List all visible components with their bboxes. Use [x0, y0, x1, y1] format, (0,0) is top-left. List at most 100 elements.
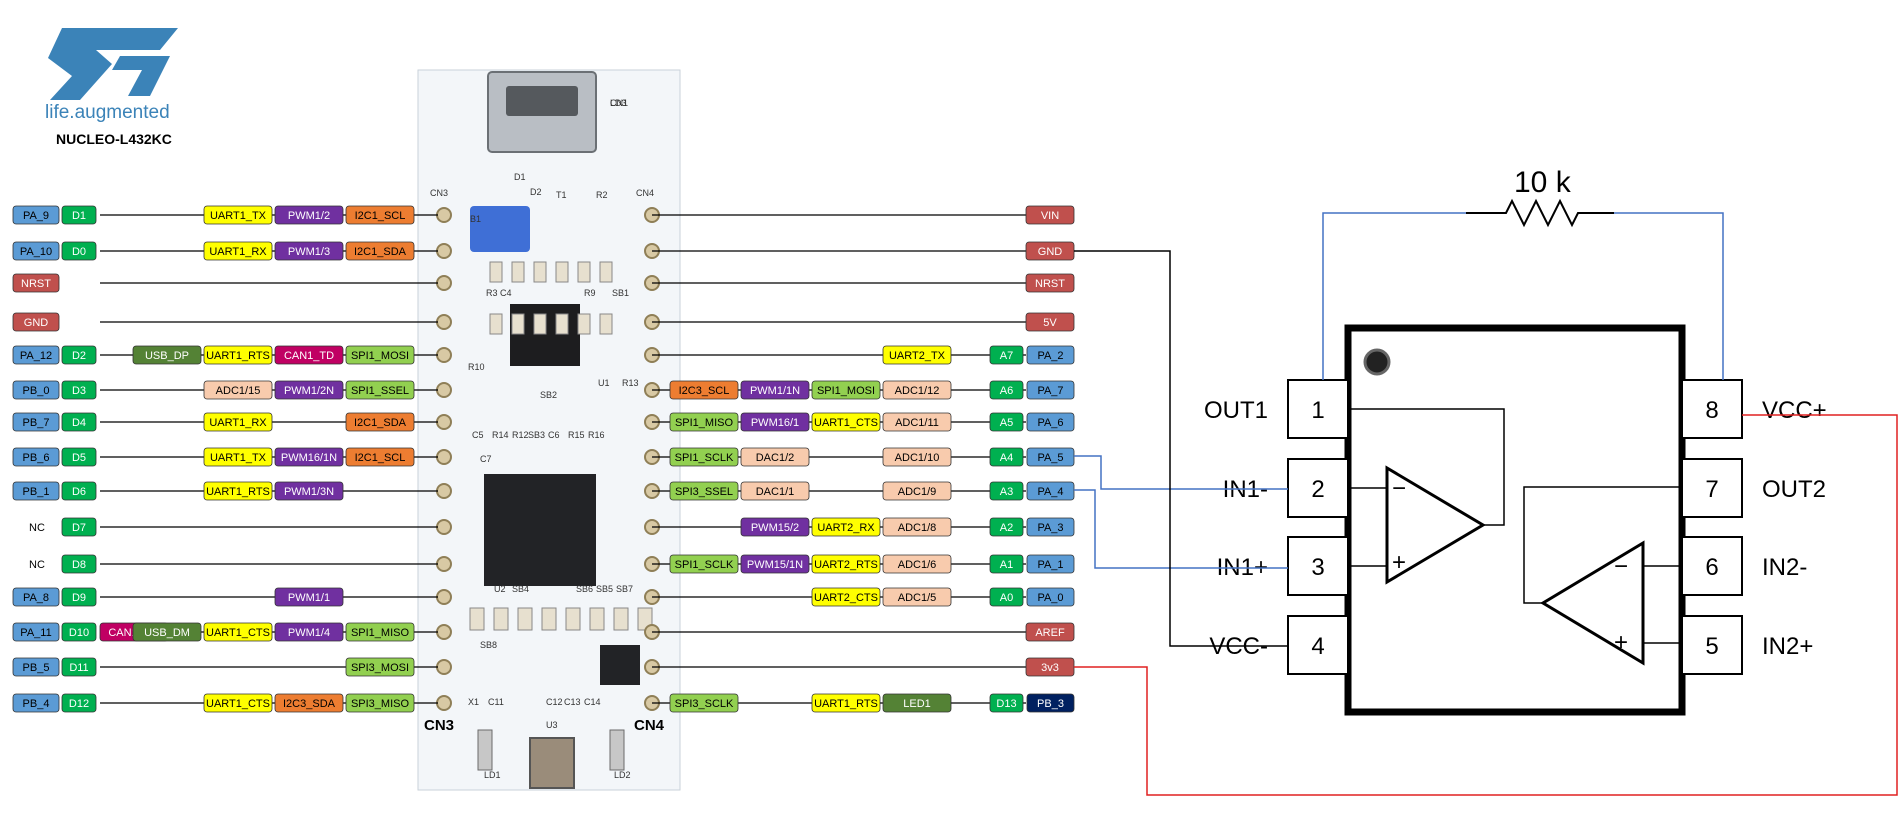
wire-resistor-right: [1614, 212, 1724, 380]
left-port-label-text: PA_10: [20, 246, 52, 258]
right-port-label-text: PA_3: [1037, 522, 1063, 534]
right-arduino-label-text: A7: [1000, 350, 1013, 362]
cn3-pin: [436, 624, 452, 640]
ic-pin-box: [1681, 615, 1743, 675]
wire-gnd-vccminus: [1074, 250, 1288, 647]
left-arduino-label: D2: [61, 345, 97, 365]
left-func-label-box: [274, 205, 344, 225]
left-func-label: I2C3_SDA: [274, 693, 344, 713]
right-arduino-label-text: A0: [1000, 592, 1013, 604]
left-func-label-box: [345, 205, 415, 225]
right-port-label: PB_3: [1026, 693, 1075, 713]
right-arduino-label-box: [989, 554, 1024, 574]
left-port-label-box: [12, 447, 60, 467]
left-func-label-text: ADC1/15: [216, 385, 261, 397]
left-func-label-box: [274, 345, 344, 365]
left-func-label-text: I2C1_SDA: [354, 246, 407, 258]
right-arduino-label: A1: [989, 554, 1024, 574]
right-port-label-box: [1026, 412, 1075, 432]
st-mark-pcb: [470, 206, 530, 252]
left-func-label-box: [345, 447, 415, 467]
right-func-label-box: [882, 345, 952, 365]
smd-resistor: [577, 261, 591, 283]
left-func-label-box: [203, 693, 273, 713]
left-func-label: CAN1_TD: [274, 345, 344, 365]
ic-pin-box: [1287, 536, 1349, 596]
silk-label: R13: [622, 378, 639, 388]
silk-label: R9: [584, 288, 596, 298]
right-port-label: PA_7: [1026, 380, 1075, 400]
right-func-label-text: SPI3_SSEL: [675, 486, 733, 498]
left-port-label: PA_11: [12, 622, 60, 642]
right-port-label: PA_4: [1026, 481, 1075, 501]
right-arduino-label-text: A5: [1000, 417, 1013, 429]
left-func-label: USB_DP: [132, 345, 202, 365]
left-func-label-text: I2C1_SCL: [355, 210, 406, 222]
right-func-label-text: ADC1/11: [895, 417, 939, 429]
right-power-label-text: GND: [1038, 246, 1063, 258]
right-port-label-text: PA_1: [1037, 559, 1063, 571]
left-func-label-text: PWM16/1N: [281, 452, 337, 464]
right-func-label-text: UART2_TX: [889, 350, 946, 362]
right-arduino-label-box: [989, 693, 1024, 713]
right-func-label-box: [882, 380, 952, 400]
left-port-label-text: PA_8: [23, 592, 49, 604]
cn3-pin: [436, 556, 452, 572]
left-func-label-text: SPI3_MISO: [351, 698, 410, 710]
right-func-label-box: [669, 554, 739, 574]
left-func-label-box: [203, 447, 273, 467]
left-port-nc: NC: [29, 559, 45, 571]
right-port-label-box: [1026, 481, 1075, 501]
opamp-1: [1385, 465, 1486, 585]
silk-label: SB7: [616, 584, 633, 594]
left-port-label-box: [12, 380, 60, 400]
ic-pin-number: 2: [1311, 476, 1324, 503]
left-func-label-text: USB_DP: [145, 350, 189, 362]
right-func-label: DAC1/2: [740, 447, 810, 467]
cn4-label: CN4: [634, 717, 665, 734]
right-func-label-text: SPI3_SCLK: [675, 698, 734, 710]
smd-resistor: [555, 261, 569, 283]
left-func-label-box: [132, 622, 202, 642]
left-func-label-box: [203, 205, 273, 225]
right-port-label-box: [1026, 380, 1075, 400]
right-power-label: 3v3: [1025, 657, 1075, 677]
silk-label: C13: [564, 697, 581, 707]
cn3-pin: [436, 207, 452, 223]
right-func-label-text: PWM15/2: [751, 522, 799, 534]
left-func-label-text: SPI1_SSEL: [351, 385, 409, 397]
smd-resistor: [599, 261, 613, 283]
right-func-label: ADC1/9: [882, 481, 952, 501]
ic-pin-name: OUT1: [1204, 397, 1268, 424]
left-func-label: UART1_RTS: [203, 345, 273, 365]
right-func-label: I2C3_SCL: [669, 380, 739, 400]
silk-label: C6: [548, 430, 560, 440]
left-arduino-label-text: D3: [72, 385, 86, 397]
left-port-label: PB_6: [12, 447, 60, 467]
cn3-label: CN3: [424, 717, 454, 734]
logo-tagline: life.augmented: [45, 102, 170, 123]
right-arduino-label-box: [989, 345, 1024, 365]
left-func-label: SPI3_MISO: [345, 693, 415, 713]
smd-resistor: [511, 261, 525, 283]
right-arduino-label-text: A4: [1000, 452, 1013, 464]
left-func-label-box: [345, 241, 415, 261]
st-logo: life.augmented NUCLEO-L432KC: [45, 28, 178, 147]
left-func-label: I2C1_SDA: [345, 241, 415, 261]
right-arduino-label-box: [989, 380, 1024, 400]
right-func-label-text: ADC1/10: [895, 452, 940, 464]
silk-label: LD1: [484, 770, 501, 780]
left-arduino-label-box: [61, 554, 97, 574]
right-func-label: SPI3_SCLK: [669, 693, 739, 713]
silk-label: U3: [546, 720, 558, 730]
right-arduino-label-box: [989, 447, 1024, 467]
left-func-label-text: I2C1_SDA: [354, 417, 407, 429]
left-port-label-box: [12, 312, 60, 332]
right-func-label-box: [882, 412, 952, 432]
chip-u3: [600, 645, 640, 685]
right-arduino-label-box: [989, 517, 1024, 537]
mcu-u2: [484, 474, 596, 586]
right-func-label-box: [669, 481, 739, 501]
ic-pin-number: 4: [1311, 633, 1324, 660]
left-func-label-text: UART1_TX: [210, 210, 267, 222]
